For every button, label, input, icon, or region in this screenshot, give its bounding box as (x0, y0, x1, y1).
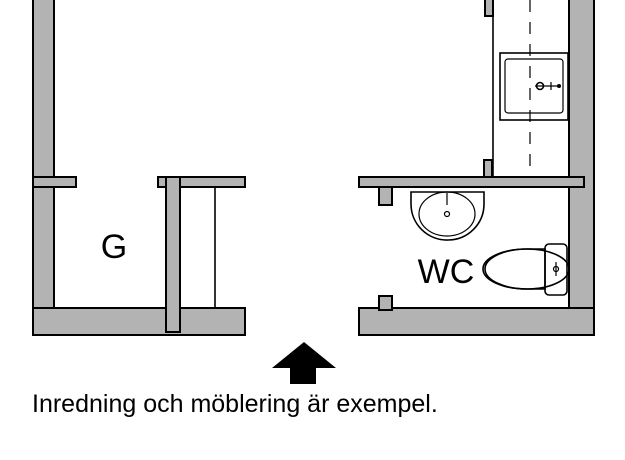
sink-icon (499, 52, 569, 121)
right-outer-wall (568, 0, 595, 336)
wc-label: WC (418, 253, 475, 291)
wc-wall-stub-bottom (378, 295, 393, 311)
disclaimer-caption: Inredning och möblering är exempel. (32, 390, 438, 418)
storage-wall-right (165, 176, 181, 333)
storage-label: G (101, 228, 127, 266)
wc-wall-top (358, 176, 585, 188)
arrow-up-icon (272, 342, 336, 384)
kitchen-wall-nib (484, 0, 494, 17)
storage-wall-top-left (32, 176, 77, 188)
washbasin-icon (410, 191, 485, 241)
wc-wall-stub-top (378, 186, 393, 206)
left-outer-wall (32, 0, 55, 336)
bottom-wall-left (32, 307, 246, 336)
bottom-wall-right (358, 307, 595, 336)
toilet-icon (482, 243, 570, 296)
wc-wall-nib (483, 159, 493, 178)
